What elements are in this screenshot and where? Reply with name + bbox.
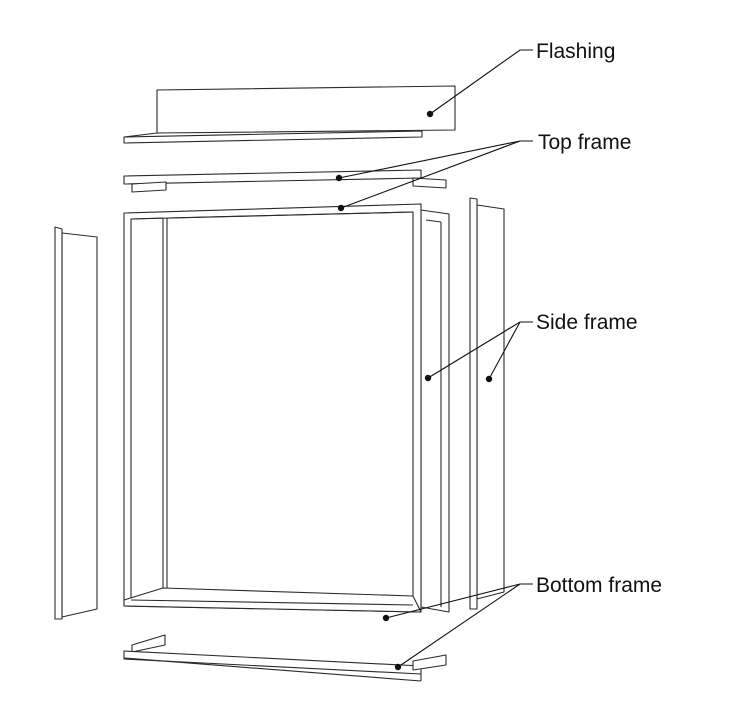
label-flashing: Flashing bbox=[536, 40, 615, 63]
top-frame-part bbox=[123, 169, 447, 193]
assembled-frame bbox=[123, 203, 450, 613]
label-bottom-frame: Bottom frame bbox=[536, 574, 662, 597]
right-side-frame-part bbox=[469, 197, 505, 610]
leader-side-frame bbox=[424, 321, 533, 383]
label-top-frame: Top frame bbox=[538, 131, 631, 154]
leader-bottom-frame bbox=[382, 583, 533, 671]
label-side-frame: Side frame bbox=[536, 311, 638, 334]
bottom-frame-part bbox=[123, 634, 447, 682]
leader-flashing bbox=[426, 49, 533, 118]
flashing-part bbox=[123, 85, 456, 144]
leader-top-frame bbox=[335, 140, 533, 212]
left-side-frame-part bbox=[54, 226, 98, 620]
